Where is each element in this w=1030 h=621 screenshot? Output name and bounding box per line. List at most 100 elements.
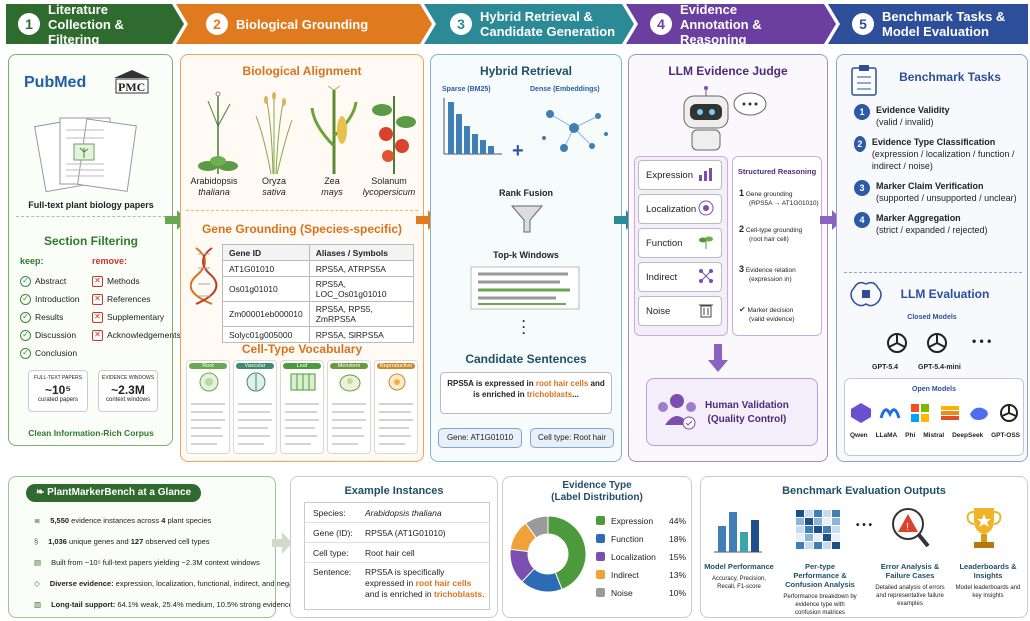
table-header: Gene ID (222, 244, 310, 261)
example-row: Cell type:Root hair cell (305, 543, 489, 563)
table-cell: RPS5A, ATRPS5A (308, 260, 415, 277)
leaf-icon: ❧ (36, 487, 48, 498)
papers-label: Full-text plant biology papers (28, 200, 154, 210)
table-cell: RPS5A, SlRPS5A (308, 326, 415, 343)
legend-label: Localization (611, 552, 656, 562)
dna-icon (190, 247, 218, 305)
legend-swatch (596, 516, 605, 525)
section-filtering-title: Section Filtering (43, 234, 138, 248)
check-icon: ✓ (20, 312, 31, 324)
matrix-cell (796, 526, 804, 533)
reasoning-step: ✔ Marker decision(valid evidence) (739, 305, 795, 323)
legend-label: Noise (611, 588, 633, 598)
matrix-cell (814, 526, 822, 533)
chart-title: Evidence Type (562, 480, 632, 491)
topk-windows-icon (470, 266, 580, 310)
glance-item: §1,036 unique genes and 127 observed cel… (34, 537, 210, 546)
evidence-item-localization: Localization (638, 194, 722, 224)
rice-icon (255, 92, 293, 175)
legend-value: 15% (669, 552, 687, 562)
legend-value: 10% (669, 588, 687, 598)
outputs-title: Benchmark Evaluation Outputs (782, 485, 946, 497)
hybrid-retrieval-title: Hybrid Retrieval (479, 64, 573, 78)
step-4-banner: 4 Evidence Annotation & Reasoning (640, 1, 820, 47)
step-1-banner: 1 Literature Collection & Filtering (8, 2, 174, 47)
example-table: Species:Arabidopsis thaliana Gene (ID):R… (304, 502, 490, 610)
legend-swatch (596, 534, 605, 543)
llm-judge-title: LLM Evidence Judge (668, 64, 788, 78)
step-4-label: Evidence Annotation & Reasoning (680, 1, 762, 47)
cell-type-vocabulary-title: Cell-Type Vocabulary (241, 342, 363, 356)
step-5-number: 5 (852, 13, 874, 35)
matrix-cell (814, 542, 822, 549)
funnel-icon (510, 205, 544, 233)
closed-models-title: Closed Models (907, 314, 957, 321)
matrix-cell (805, 518, 813, 525)
step-2-banner: 2 Biological Grounding (196, 4, 416, 44)
arrow-down-icon (708, 344, 728, 372)
pie-slice-noise (524, 515, 549, 539)
evidence-item-function: Function (638, 228, 722, 258)
check-icon: ✓ (20, 348, 31, 360)
legend-swatch (596, 588, 605, 597)
check-circle-icon: ✔ (739, 305, 746, 314)
keep-item: ✓Discussion (20, 326, 79, 344)
rank-fusion-label: Rank Fusion (498, 188, 553, 198)
clipboard-icon (851, 65, 877, 96)
step-3-label: Hybrid Retrieval & Candidate Generation (480, 9, 616, 39)
matrix-cell (814, 518, 822, 525)
gene-grounding-title: Gene Grounding (Species-specific) (201, 222, 403, 236)
target-icon (698, 200, 714, 219)
table-cell: Zm00001eb000010 (222, 301, 310, 327)
example-row: Sentence:RPS5A is specifically expressed… (313, 567, 485, 599)
candidate-sentence-box: RPS5A is expressed in root hair cells an… (440, 372, 612, 414)
matrix-cell (805, 542, 813, 549)
table-cell: RPS5A, RPS5, ZmRPS5A (308, 301, 415, 327)
maize-icon (310, 86, 358, 174)
mistral-logo-icon (940, 406, 959, 420)
matrix-cell (832, 534, 840, 541)
check-icon: ✓ (20, 294, 31, 306)
papers-stack-icon (34, 117, 137, 193)
remove-item: ✕Supplementary (92, 308, 181, 326)
matrix-cell (823, 526, 831, 533)
pmc-text: PMC (118, 80, 146, 94)
remove-item: ✕Methods (92, 272, 181, 290)
open-model-labels: Qwen LLaMA Phi Mistral DeepSeek GPT-OSS (846, 432, 1024, 439)
matrix-cell (796, 518, 804, 525)
glance-list: ≣5,550 evidence instances across 4 plant… (34, 510, 305, 615)
plus-icon: + (512, 140, 524, 162)
svg-text:!: ! (906, 522, 909, 533)
table-header: Aliases / Symbols (308, 244, 415, 261)
table-cell: Solyc01g005000 (222, 326, 310, 343)
vocab-columns: Root Vascular Leaf Meristem Reproductive (186, 360, 418, 456)
glance-title-badge: ❧ PlantMarkerBench at a Glance (26, 484, 202, 502)
x-icon: ✕ (92, 276, 103, 288)
bar-chart-small-icon: ▥ (34, 600, 42, 609)
glance-item: ≣5,550 evidence instances across 4 plant… (34, 516, 212, 525)
phi-logo-icon (911, 404, 930, 422)
arabidopsis-icon (198, 91, 238, 174)
matrix-cell (805, 510, 813, 517)
gpt-oss-logo-icon (1000, 404, 1019, 422)
evidence-item-expression: Expression (638, 160, 722, 190)
cell-type-tag: Cell type: Root hair (530, 428, 614, 448)
keep-item: ✓Conclusion (20, 344, 79, 362)
trophy-icon (966, 508, 1002, 548)
table-cell: RPS5A, LOC_Os01g01010 (308, 276, 415, 302)
remove-item: ✕Acknowledgements (92, 326, 181, 344)
legend-swatch (596, 570, 605, 579)
matrix-cell (832, 526, 840, 533)
vocab-col-reproductive: Reproductive (374, 360, 418, 454)
